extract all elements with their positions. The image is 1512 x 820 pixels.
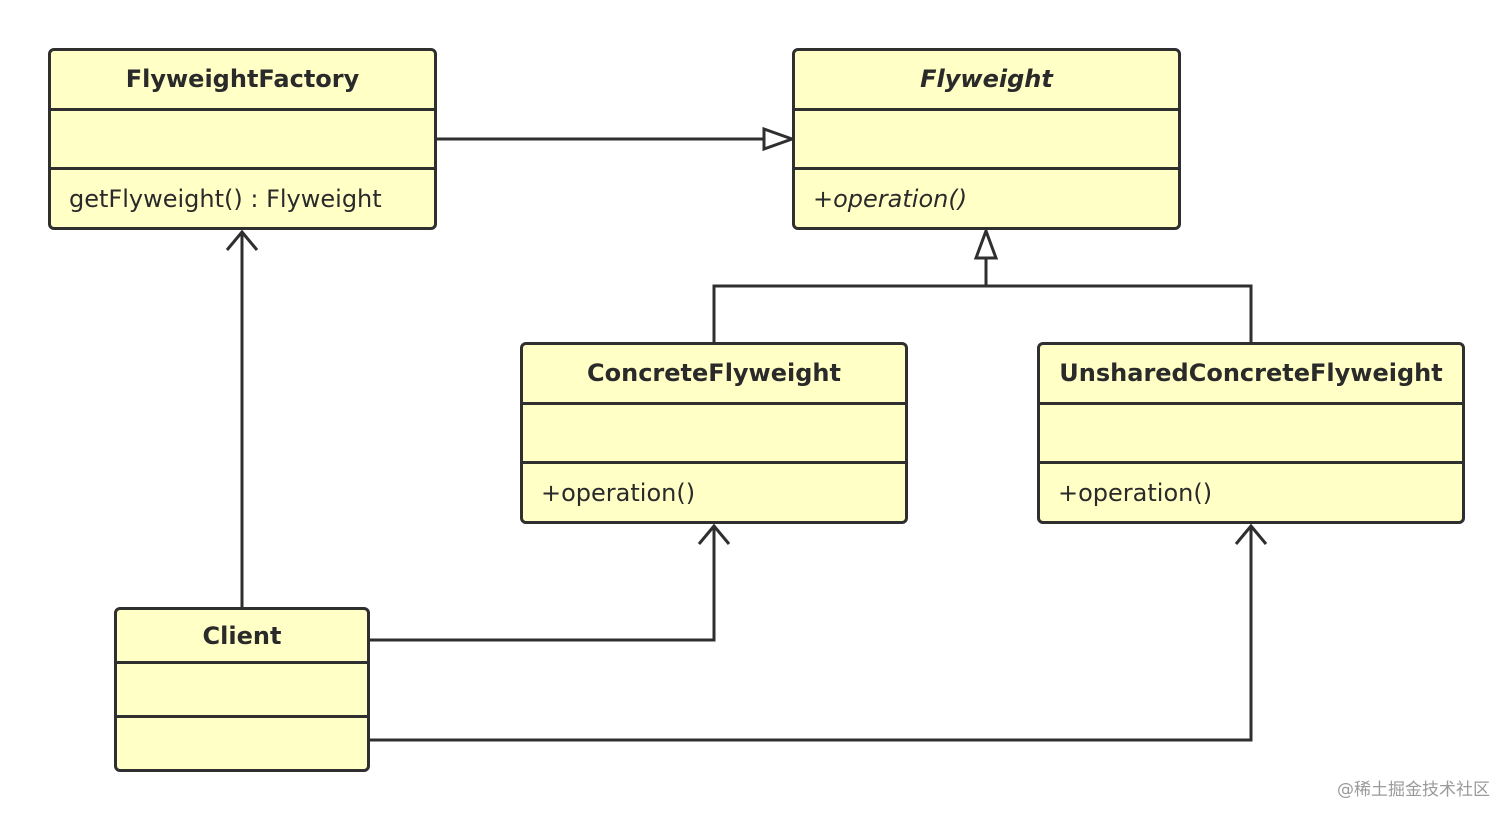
class-name: Flyweight <box>920 65 1053 94</box>
operations-section: getFlyweight() : Flyweight <box>51 167 434 227</box>
attributes-section <box>117 661 367 715</box>
attributes-section <box>795 107 1178 168</box>
attributes-section <box>523 401 905 462</box>
generalization-connector <box>712 226 1253 342</box>
operations-section: +operation() <box>1040 461 1462 521</box>
factory-to-flyweight-connector <box>436 126 797 152</box>
watermark: @稀土掘金技术社区 <box>1337 780 1490 800</box>
operations-section: +operation() <box>795 167 1178 227</box>
class-name: UnsharedConcreteFlyweight <box>1059 359 1443 388</box>
concrete-flyweight-class: ConcreteFlyweight +operation() <box>520 342 908 524</box>
class-name: FlyweightFactory <box>125 65 360 94</box>
client-to-concrete-connector <box>369 523 731 642</box>
client-to-factory-connector <box>225 229 259 607</box>
flyweight-factory-class: FlyweightFactory getFlyweight() : Flywei… <box>48 48 437 230</box>
class-name: ConcreteFlyweight <box>587 359 841 388</box>
attributes-section <box>51 107 434 168</box>
flyweight-class: Flyweight +operation() <box>792 48 1181 230</box>
class-name: Client <box>202 621 282 650</box>
client-class: Client <box>114 607 370 772</box>
operations-section <box>117 715 367 769</box>
attributes-section <box>1040 401 1462 462</box>
client-to-unshared-connector <box>369 523 1268 742</box>
operations-section: +operation() <box>523 461 905 521</box>
unshared-concrete-flyweight-class: UnsharedConcreteFlyweight +operation() <box>1037 342 1465 524</box>
